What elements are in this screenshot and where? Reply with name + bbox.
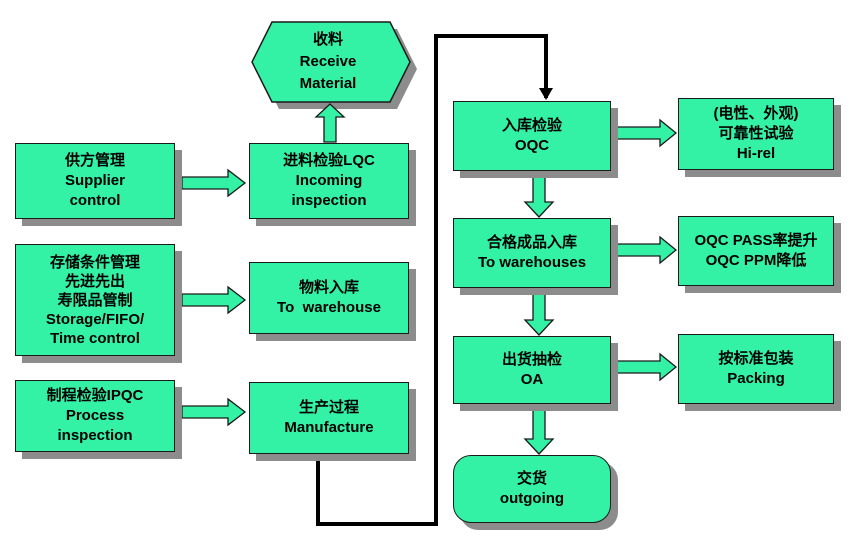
manufacture-cn: 生产过程 [298,399,359,416]
arrow-oa-to-outgoing [523,404,555,455]
oqc-en: OQC [514,137,550,154]
ipqc-en1: Process [65,407,125,424]
oqc-node: 入库检验 OQC [453,101,611,171]
receive-en1: Receive [299,53,357,70]
oa-node: 出货抽检 OA [453,336,611,404]
lqc-line3: inspection [291,192,367,209]
to-warehouses-en: To warehouses [477,254,587,271]
arrow-warehouses-to-oa [523,288,555,336]
outgoing-en: outgoing [499,490,565,507]
to-warehouse-node: 物料入库 To warehouse [249,262,409,334]
packing-node: 按标准包装 Packing [678,334,834,404]
supplier-en2: control [69,192,121,209]
supplier-cn: 供方管理 [64,152,125,169]
oqc-pass-line1: OQC PASS率提升 [694,232,818,249]
arrow-lqc-to-receive [314,103,346,143]
ipqc-node: 制程检验IPQC Process inspection [15,380,175,452]
storage-line2: 先进先出 [64,272,125,290]
oqc-pass-node: OQC PASS率提升 OQC PPM降低 [678,216,834,286]
receive-cn: 收料 [312,31,343,48]
ipqc-cn: 制程检验IPQC [46,387,144,404]
flow-line-arrowhead [539,88,553,100]
supplier-en1: Supplier [64,172,125,189]
lqc-node: 进料检验LQC Incoming inspection [249,143,409,219]
outgoing-node: 交货 outgoing [453,455,611,523]
manufacture-en: Manufacture [284,419,374,436]
to-warehouse-en: To warehouse [277,299,381,316]
arrow-ipqc-to-manufacture [181,397,247,427]
ipqc-en2: inspection [57,427,133,444]
arrow-warehouses-to-pass [614,235,678,265]
oa-cn: 出货抽检 [501,351,562,368]
oa-en: OA [520,371,544,388]
storage-line1: 存储条件管理 [49,253,140,271]
to-warehouse-cn: 物料入库 [298,279,359,296]
manufacture-node: 生产过程 Manufacture [249,382,409,454]
storage-control-node: 存储条件管理 先进先出 寿限品管制 Storage/FIFO/ Time con… [15,244,175,356]
arrow-supplier-to-lqc [181,168,247,198]
hirel-line1: (电性、外观) [713,105,799,122]
arrow-oqc-to-warehouses [523,171,555,218]
packing-en: Packing [727,370,785,387]
receive-hexagon [251,21,411,103]
hirel-node: (电性、外观) 可靠性试验 Hi-rel [678,98,834,170]
lqc-line2: Incoming [295,172,363,189]
storage-line3: 寿限品管制 [57,291,133,309]
arrow-oqc-to-hirel [614,118,678,148]
outgoing-cn: 交货 [516,470,547,487]
storage-line4: Storage/FIFO/ [45,310,145,328]
supplier-control-node: 供方管理 Supplier control [15,143,175,219]
arrow-storage-to-warehouse [181,285,247,315]
hirel-line2: 可靠性试验 [718,125,794,142]
arrow-oa-to-packing [614,352,678,382]
flow-line [316,34,548,526]
storage-line5: Time control [50,329,140,347]
oqc-cn: 入库检验 [501,117,562,134]
hirel-line3: Hi-rel [736,145,776,162]
oqc-pass-line2: OQC PPM降低 [705,252,807,269]
packing-cn: 按标准包装 [718,350,794,367]
lqc-line1: 进料检验LQC [283,152,375,169]
receive-en2: Material [299,75,357,92]
to-warehouses-cn: 合格成品入库 [486,234,577,251]
receive-material-node: 收料 Receive Material [248,22,408,102]
to-warehouses-node: 合格成品入库 To warehouses [453,218,611,288]
